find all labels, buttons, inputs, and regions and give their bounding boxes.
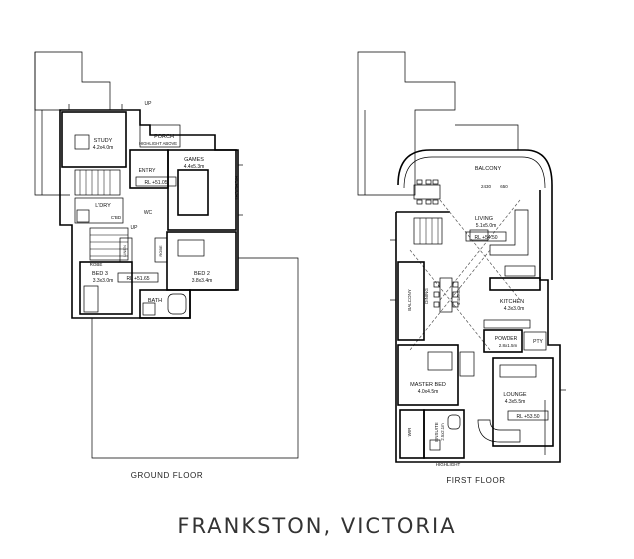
- room-label-wc: WC: [144, 210, 153, 216]
- dining-table-inside: [433, 277, 459, 313]
- rl-label-living: RL +54.50: [474, 235, 497, 241]
- room-label-robe-1: ROBE: [90, 262, 103, 267]
- room-label-master: MASTER BED: [410, 382, 446, 388]
- room-label-ldry: L'DRY: [95, 203, 111, 209]
- room-label-balcony-side: BALCONY: [407, 289, 412, 311]
- room-label-kitchen: KITCHEN: [500, 299, 524, 305]
- ground-floor-plan: STUDY 4.2x4.0m PORCH HIGHLIGHT ABOVE ENT…: [34, 51, 299, 480]
- first-floor-plan: BALCONY 2430 650 LIVING 5.1x5.0m RL +54.…: [357, 51, 566, 485]
- caption-first-floor: FIRST FLOOR: [446, 476, 505, 485]
- room-label-living: LIVING: [475, 216, 493, 222]
- rl-label-bed: RL +51.65: [126, 276, 149, 282]
- room-dim-kitchen: 4.3x3.0m: [504, 306, 525, 312]
- dim-label-1: 2430: [481, 184, 492, 189]
- plan-title: FRANKSTON, VICTORIA: [177, 514, 457, 538]
- room-label-cbd: C'BD: [111, 215, 122, 220]
- room-dim-master: 4.0x4.5m: [418, 389, 439, 395]
- room-dim-powder: 2.8x1.5m: [499, 343, 518, 348]
- room-dim-dining: 4.4x5.3m: [456, 286, 461, 305]
- room-label-up-2: UP: [145, 101, 153, 107]
- room-label-pty: PTY: [533, 339, 543, 345]
- rl-label-lounge: RL +53.50: [516, 414, 539, 420]
- room-label-linen: LINEN: [122, 245, 127, 257]
- label-highlight-ground: HIGHLIGHT: [234, 176, 239, 201]
- room-dim-living: 5.1x5.0m: [476, 223, 497, 229]
- stair-first-floor: [413, 217, 443, 245]
- room-dim-bed3: 3.3x3.0m: [93, 278, 114, 284]
- room-label-bed2: BED 2: [194, 271, 210, 277]
- room-label-wir: WIR: [407, 427, 412, 436]
- room-label-entry: ENTRY: [139, 168, 157, 174]
- room-label-porch: PORCH: [154, 134, 174, 140]
- room-label-ensuite: ENSUITE: [434, 422, 439, 442]
- caption-ground-floor: GROUND FLOOR: [131, 471, 204, 480]
- room-label-study: STUDY: [94, 138, 113, 144]
- room-label-bath: BATH: [148, 298, 162, 304]
- room-dim-study: 4.2x4.0m: [93, 145, 114, 151]
- room-label-up-1: UP: [131, 225, 139, 231]
- rl-label-games: RL +51.05: [144, 180, 167, 186]
- room-label-games: GAMES: [184, 157, 204, 163]
- dining-table-balcony: [413, 179, 441, 205]
- room-dim-lounge: 4.3x5.5m: [505, 399, 526, 405]
- room-label-balcony-top: BALCONY: [475, 166, 502, 172]
- room-dim-games: 4.4x5.3m: [184, 164, 205, 170]
- room-label-robe-2: ROBE: [158, 245, 163, 257]
- room-note-porch: HIGHLIGHT ABOVE: [139, 141, 177, 146]
- room-label-bed3: BED 3: [92, 271, 108, 277]
- room-label-dining: DINING: [424, 288, 429, 304]
- room-label-powder: POWDER: [495, 336, 518, 342]
- label-highlight-first: HIGHLIGHT: [436, 462, 461, 467]
- stair-ground-main: [89, 227, 129, 261]
- room-dim-bed2: 3.8x3.4m: [192, 278, 213, 284]
- room-dim-ensuite: 2.5x2.1m: [440, 423, 445, 441]
- room-label-lounge: LOUNGE: [503, 392, 527, 398]
- stair-ground-left: [74, 169, 121, 196]
- dim-label-2: 650: [500, 184, 508, 189]
